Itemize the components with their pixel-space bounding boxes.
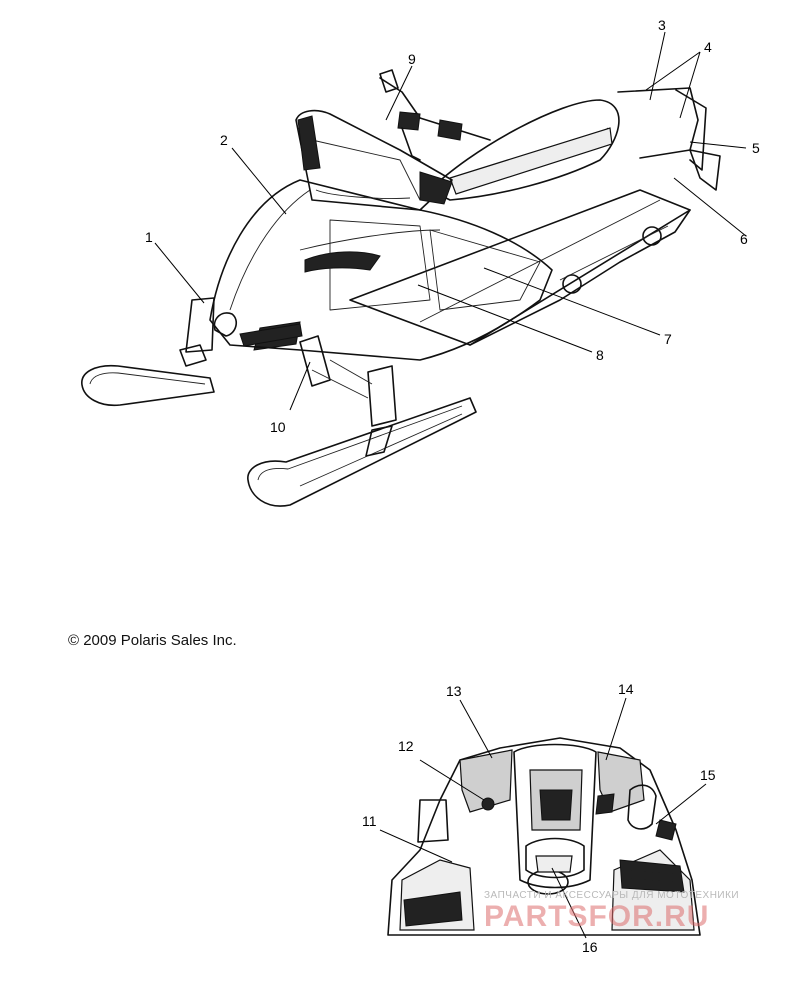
callout-15: 15 xyxy=(700,767,716,783)
callout-3: 3 xyxy=(658,17,666,33)
callout-10: 10 xyxy=(270,419,286,435)
leader-lines-lower xyxy=(379,697,707,939)
callout-14: 14 xyxy=(618,681,634,697)
callout-7: 7 xyxy=(664,331,672,347)
watermark-tagline: ЗАПЧАСТИ И АКСЕССУАРЫ ДЛЯ МОТОТЕХНИКИ xyxy=(484,890,740,901)
callout-1: 1 xyxy=(145,229,153,245)
callout-16: 16 xyxy=(582,939,598,955)
callout-12: 12 xyxy=(398,738,414,754)
callout-5: 5 xyxy=(752,140,760,156)
leader-lines-upper xyxy=(154,31,747,411)
copyright-notice: © 2009 Polaris Sales Inc. xyxy=(68,632,237,649)
callout-11: 11 xyxy=(362,813,377,829)
console-illustration xyxy=(387,737,701,936)
snowmobile-illustration xyxy=(81,69,721,507)
callout-13: 13 xyxy=(446,683,462,699)
callout-9: 9 xyxy=(408,51,416,67)
callout-2: 2 xyxy=(220,132,228,148)
callout-4: 4 xyxy=(704,39,712,55)
callout-8: 8 xyxy=(596,347,604,363)
callout-6: 6 xyxy=(740,231,748,247)
watermark-logo: PARTSFOR.RU xyxy=(484,900,710,933)
